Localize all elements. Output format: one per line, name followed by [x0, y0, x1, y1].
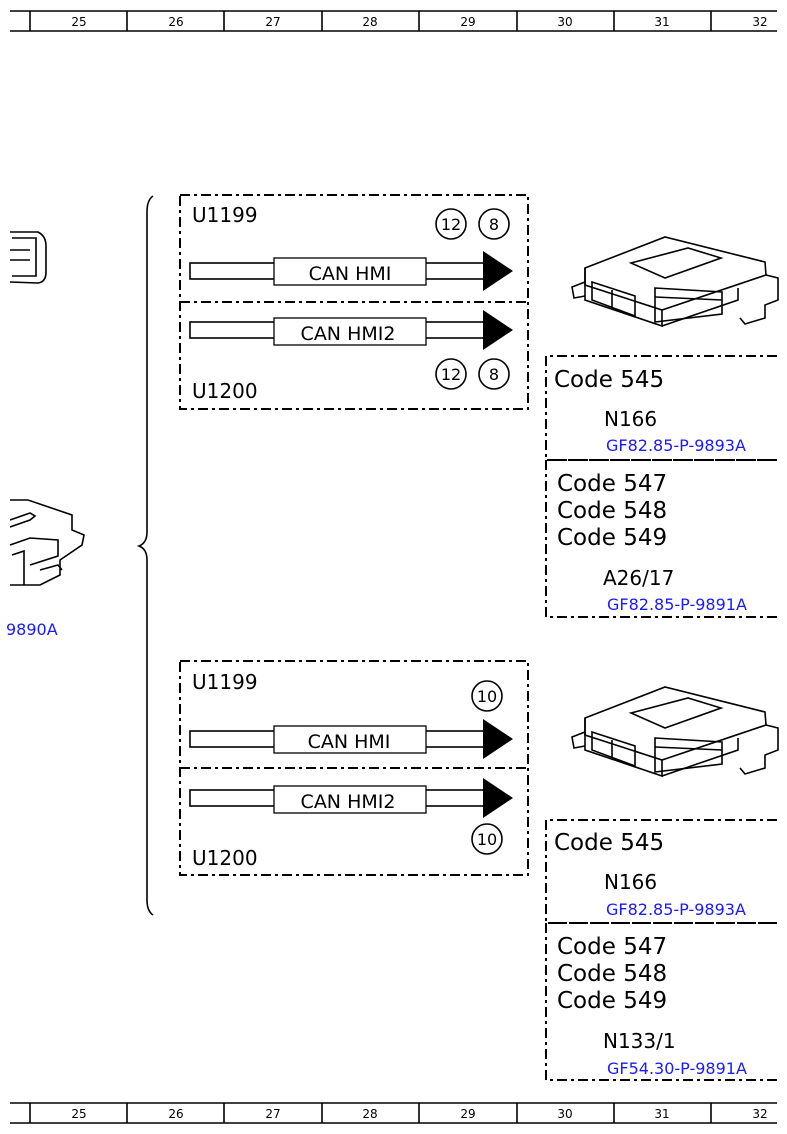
group2-panel-b-component: N133/1: [603, 1029, 676, 1053]
group1-panel-a-component: N166: [604, 407, 657, 431]
group2-panel-b-code-3: Code 549: [557, 988, 667, 1014]
group2-panel-b: [545, 922, 777, 1081]
group2-can-hmi-label: CAN HMI: [308, 731, 391, 753]
group1-panel-a: [545, 355, 777, 461]
group1-top-circle-1: 12: [441, 215, 461, 234]
group1-panel-b: [545, 459, 777, 618]
ruler-bottom-31: 31: [654, 1107, 669, 1121]
group1-can-hmi2-arrow: [189, 310, 513, 350]
group2-panel-a-component: N166: [604, 870, 657, 894]
ruler-top-26: 26: [168, 15, 183, 29]
group2-panel-a-code: Code 545: [554, 830, 664, 856]
ruler-bottom-26: 26: [168, 1107, 183, 1121]
left-module-fragment: [9, 499, 85, 586]
group2-top-circle: 10: [477, 687, 497, 706]
group1-panel-b-component: A26/17: [603, 566, 674, 590]
group1-can-boxes: U1199 12 8 CAN HMI CAN HMI2 12 8 U1200: [179, 194, 529, 410]
group1-panel-b-link[interactable]: GF82.85-P-9891A: [607, 595, 747, 614]
left-link-fragment[interactable]: 9890A: [6, 620, 58, 639]
group2-can-boxes: U1199 10 CAN HMI CAN HMI2 10 U1200: [179, 660, 529, 876]
ruler-bottom-25: 25: [71, 1107, 86, 1121]
ruler-bottom-32: 32: [752, 1107, 767, 1121]
group1-bottom-circle-1: 12: [441, 365, 461, 384]
group2-u1200-label: U1200: [192, 846, 258, 870]
ruler-top-27: 27: [265, 15, 280, 29]
group2-panel-b-link[interactable]: GF54.30-P-9891A: [607, 1059, 747, 1078]
top-ruler: 25 26 27 28 29 30 31 32: [10, 10, 777, 32]
bottom-ruler: 25 26 27 28 29 30 31 32: [10, 1102, 777, 1124]
group1-can-hmi2-label: CAN HMI2: [301, 323, 396, 345]
group2-bottom-circle: 10: [477, 830, 497, 849]
group1-can-hmi-arrow: [189, 251, 513, 291]
curly-brace: [136, 195, 154, 916]
group1-panel-b-code-2: Code 548: [557, 498, 667, 524]
group1-bottom-circle-2: 8: [489, 365, 499, 384]
group1-can-hmi-label: CAN HMI: [309, 263, 392, 285]
group1-u1200-label: U1200: [192, 379, 258, 403]
ruler-top-32: 32: [752, 15, 767, 29]
group1-control-unit-icon: [571, 236, 779, 328]
group2-can-hmi2-label: CAN HMI2: [301, 791, 396, 813]
ruler-bottom-29: 29: [460, 1107, 475, 1121]
ruler-bottom-30: 30: [557, 1107, 572, 1121]
group2-panel-a-link[interactable]: GF82.85-P-9893A: [606, 900, 746, 919]
ruler-bottom-27: 27: [265, 1107, 280, 1121]
ruler-top-31: 31: [654, 15, 669, 29]
group2-panel-b-code-1: Code 547: [557, 934, 667, 960]
ruler-top-30: 30: [557, 15, 572, 29]
left-connector-fragment: [9, 231, 47, 284]
group2-u1199-label: U1199: [192, 670, 258, 694]
group2-control-unit-icon: [571, 686, 779, 778]
group2-can-hmi2-arrow: [189, 778, 513, 818]
group1-top-circle-2: 8: [489, 215, 499, 234]
group2-panel-a: [545, 819, 777, 924]
group2-panel-b-code-2: Code 548: [557, 961, 667, 987]
group1-u1199-label: U1199: [192, 203, 258, 227]
ruler-top-25: 25: [71, 15, 86, 29]
group2-can-hmi-arrow: [189, 719, 513, 759]
ruler-bottom-28: 28: [362, 1107, 377, 1121]
group1-panel-b-code-3: Code 549: [557, 525, 667, 551]
group1-panel-a-link[interactable]: GF82.85-P-9893A: [606, 436, 746, 455]
ruler-top-29: 29: [460, 15, 475, 29]
ruler-top-28: 28: [362, 15, 377, 29]
group1-panel-b-code-1: Code 547: [557, 471, 667, 497]
group1-panel-a-code: Code 545: [554, 367, 664, 393]
